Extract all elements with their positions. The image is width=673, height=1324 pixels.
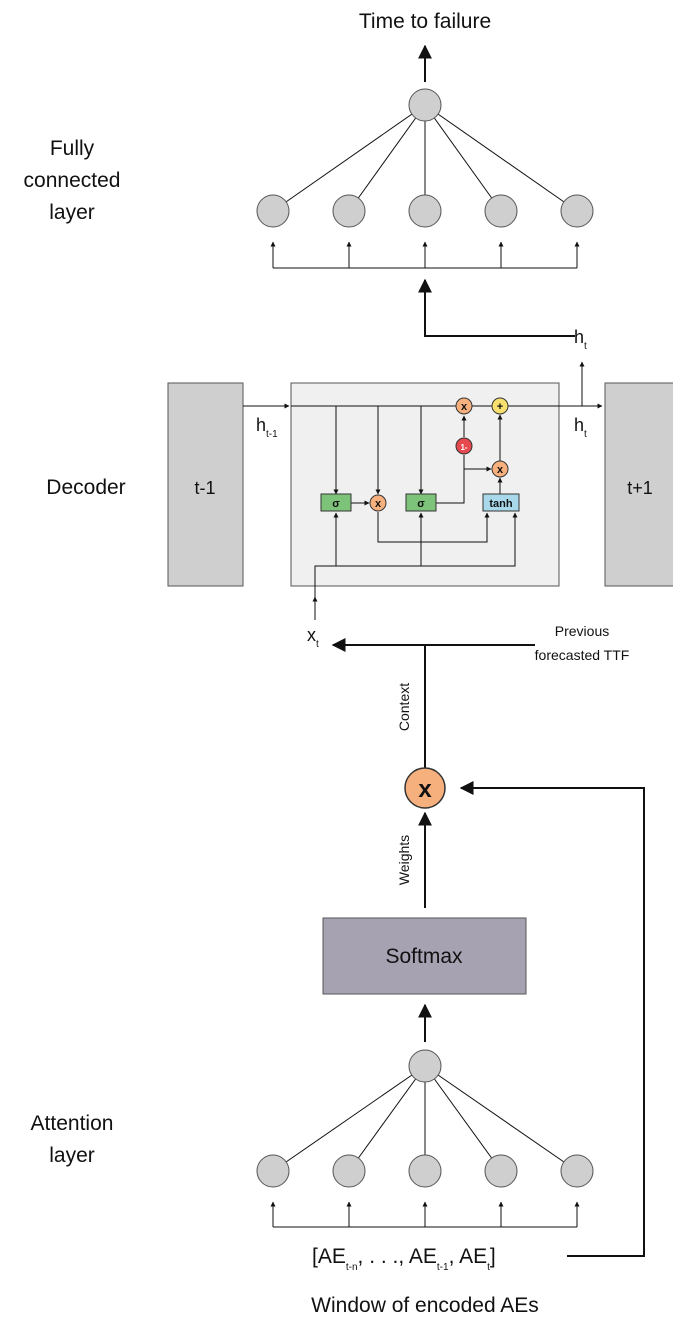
decoder-label: Decoder (46, 476, 125, 499)
multiply-node (404, 767, 446, 809)
tanh-gate (482, 493, 520, 512)
attention-input-bus (270, 1201, 580, 1228)
attention-node (256, 1154, 290, 1188)
prev-cell-label: t-1 (194, 478, 215, 498)
mult-op-state-label: x (461, 401, 468, 413)
fc-label-2: connected (24, 169, 121, 192)
fc-label-3: layer (49, 201, 95, 224)
fc-input-bus (270, 241, 580, 269)
attention-node (484, 1154, 518, 1188)
softmax-label: Softmax (385, 945, 463, 968)
fc-node (408, 194, 442, 228)
x-in-label: xt (307, 625, 319, 650)
fc-label-1: Fully (50, 137, 95, 160)
mult-op-state (455, 397, 473, 415)
lstm-cell-box (290, 382, 560, 587)
mult-op-update-label: x (497, 464, 504, 476)
context-label: Context (396, 683, 412, 731)
attention-output-node (408, 1049, 442, 1083)
prev-ttf-label-1: Previous (555, 623, 609, 639)
sigma-gate-2 (405, 493, 437, 512)
add-op-label: + (497, 401, 503, 413)
add-op (491, 397, 509, 415)
prev-ttf-label-2: forecasted TTF (535, 647, 630, 663)
prev-cell (167, 382, 244, 587)
tanh-gate-label: tanh (489, 498, 513, 510)
fc-node (560, 194, 594, 228)
fc-connections (272, 104, 578, 212)
input-caption: Window of encoded AEs (311, 1294, 539, 1317)
attention-node (332, 1154, 366, 1188)
attention-node (408, 1154, 442, 1188)
sigma-gate-1 (320, 493, 352, 512)
skip-connection (459, 781, 645, 1257)
multiply-node-label: x (418, 776, 432, 803)
h-out-label: ht (574, 415, 587, 440)
mult-op-update (491, 460, 509, 478)
sigma-gate-2-label: σ (417, 498, 425, 510)
sigma-gate-1-label: σ (332, 498, 340, 510)
one-minus-op (455, 437, 473, 455)
attention-connections (272, 1065, 578, 1172)
attention-label-1: Attention (31, 1112, 114, 1135)
attention-node (560, 1154, 594, 1188)
attention-label-2: layer (49, 1144, 95, 1167)
one-minus-op-label: 1- (460, 443, 467, 452)
h-up-label: ht (574, 327, 587, 352)
h-in-label: ht-1 (256, 415, 278, 440)
softmax-box (322, 917, 527, 995)
fc-node (484, 194, 518, 228)
mult-op-reset-label: x (375, 498, 382, 510)
gate-input-lines (314, 406, 518, 598)
next-cell-label: t+1 (627, 478, 653, 498)
output-title: Time to failure (359, 10, 491, 33)
fc-output-node (408, 88, 442, 122)
next-cell (604, 382, 673, 587)
ht-to-fc-arrow (418, 278, 575, 337)
weights-label: Weights (396, 835, 412, 885)
fc-node (256, 194, 290, 228)
mult-op-reset (369, 494, 387, 512)
fc-node (332, 194, 366, 228)
input-sequence: [AEt-n, . . ., AEt-1, AEt] (312, 1245, 496, 1273)
